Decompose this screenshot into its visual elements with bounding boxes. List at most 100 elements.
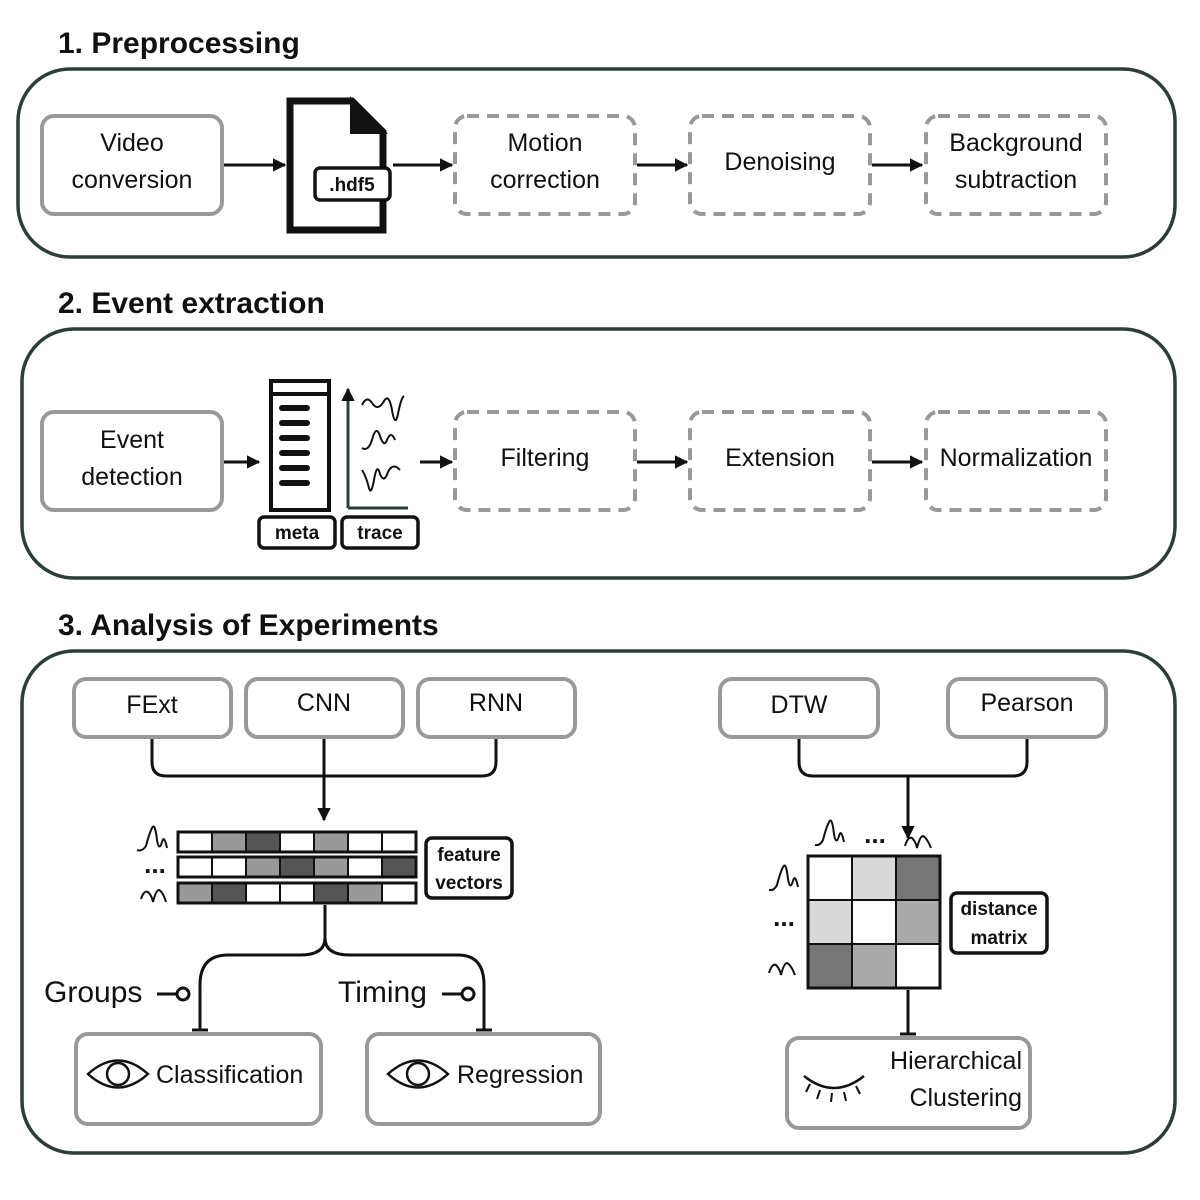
hierarchical-clustering-box: Hierarchical Clustering [785,1036,1032,1130]
timing-input-port [460,986,476,1002]
feature-vector-cell [211,882,247,904]
pearson-label: Pearson [980,689,1073,717]
meta-tag-label: meta [275,523,320,544]
analysis-title: 3. Analysis of Experiments [58,609,439,642]
event-detection-label-2: detection [81,463,182,491]
feature-wave-icon-2 [140,888,167,903]
background-subtraction-label-1: Background [949,129,1082,157]
cnn-label: CNN [297,689,351,717]
matrix-row-ellipsis: ... [773,902,795,932]
hdf5-tag [313,166,392,202]
hierarchical-clustering-label-1: Hierarchical [890,1047,1022,1075]
motion-correction-label-2: correction [490,166,600,194]
rnn-label: RNN [469,689,523,717]
feature-vector-cell [313,882,349,904]
event-extraction-panel [20,327,1177,580]
meta-tag [257,515,337,550]
video-conversion-label-2: conversion [72,166,193,194]
filtering-box: Filtering [453,410,637,512]
feature-vector-cell [245,831,281,853]
trace-wave-1 [361,395,405,421]
matrix-column-wave-1 [814,819,845,847]
groups-label: Groups [44,976,142,1009]
regression-box: Regression [365,1032,602,1126]
extension-label: Extension [725,444,835,472]
denoising-label: Denoising [724,148,835,176]
distance-matrix-cell [851,855,897,901]
dtw-box: DTW [718,677,880,739]
distance-matrix-grid [806,854,942,990]
distance-matrix-tag [949,891,1049,955]
preprocessing-title: 1. Preprocessing [58,27,300,60]
connector-features-to-classification [198,905,327,1030]
feature-vector-cell [245,882,281,904]
distance-matrix-cell [895,899,941,945]
feature-vectors-tag [424,836,514,900]
trace-wave-2 [361,429,396,450]
dtw-label: DTW [771,691,828,719]
classification-box: Classification [74,1032,323,1126]
trace-tag [340,515,420,550]
distance-matrix-cell [807,855,853,901]
distance-matrix-cell [851,943,897,989]
feature-vector-cell [177,831,213,853]
filtering-label: Filtering [501,444,590,472]
feature-vectors-label-2: vectors [435,873,503,894]
feature-vector-row [176,881,418,905]
rnn-box: RNN [416,677,577,739]
feature-vectors-grid [176,830,418,905]
feature-wave-icon-1 [136,825,168,852]
distance-matrix-label-2: matrix [970,928,1027,949]
fext-box: FExt [72,677,233,739]
distance-matrix-cell [851,899,897,945]
motion-correction-label-1: Motion [507,129,582,157]
feature-vector-cell [211,856,247,878]
eye-open-icon [86,1059,150,1089]
preprocessing-panel [16,67,1177,259]
hdf5-tag-label: .hdf5 [329,175,375,196]
event-detection-box: Event detection [40,410,224,512]
hierarchical-clustering-label-2: Clustering [909,1084,1022,1112]
feature-vector-cell [245,856,281,878]
feature-vector-cell [347,882,383,904]
trace-wave-3 [361,465,401,492]
distance-matrix-cell [895,943,941,989]
feature-ellipsis: ... [144,849,166,879]
matrix-row-wave-1 [768,864,799,892]
event-detection-label-1: Event [100,426,164,454]
trace-plot-icon [341,387,408,510]
feature-vector-cell [177,882,213,904]
distance-matrix-cell [807,899,853,945]
feature-vector-cell [347,856,383,878]
event-extraction-title: 2. Event extraction [58,287,325,320]
groups-input-port [175,986,191,1002]
normalization-label: Normalization [940,444,1093,472]
file-icon: .hdf5 [286,96,392,234]
feature-vector-cell [313,831,349,853]
cnn-box: CNN [244,677,405,739]
denoising-box: Denoising [688,114,872,216]
matrix-column-wave-2 [904,834,932,849]
feature-vector-cell [313,856,349,878]
meta-table-icon [269,379,331,512]
distance-matrix-outline [806,854,942,990]
feature-vector-cell [381,882,417,904]
feature-vector-cell [279,882,315,904]
distance-matrix-cell [807,943,853,989]
matrix-column-ellipsis: ... [864,819,886,849]
matrix-row-wave-2 [768,961,796,976]
background-subtraction-box: Background subtraction [924,114,1108,216]
distance-matrix-label-1: distance [960,899,1037,920]
timing-label: Timing [338,976,427,1009]
feature-vector-cell [347,831,383,853]
connector-metrics-merge [797,739,1029,778]
background-subtraction-label-2: subtraction [955,166,1077,194]
regression-label: Regression [457,1061,583,1089]
extension-box: Extension [688,410,872,512]
classification-label: Classification [156,1061,303,1089]
feature-vector-cell [177,856,213,878]
distance-matrix-cell [895,855,941,901]
feature-vector-cell [279,831,315,853]
motion-correction-box: Motion correction [453,114,637,216]
